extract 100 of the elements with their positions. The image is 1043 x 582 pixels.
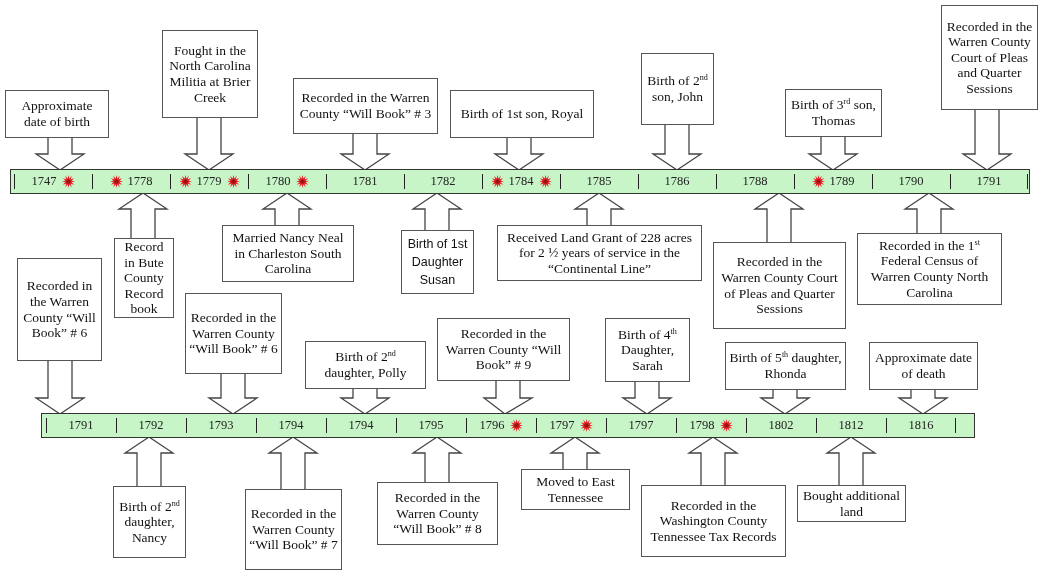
timeline-bar bbox=[41, 413, 975, 438]
block-arrow bbox=[686, 436, 740, 486]
block-arrow bbox=[338, 388, 392, 415]
year-label: 1782 bbox=[430, 174, 456, 189]
event-callout bbox=[450, 90, 594, 138]
block-arrow bbox=[758, 389, 812, 415]
year-label: 1794 bbox=[348, 418, 374, 433]
callout-text: Bought additional land bbox=[801, 488, 902, 519]
block-arrow bbox=[960, 109, 1014, 171]
block-arrow bbox=[650, 124, 704, 171]
block-arrow bbox=[896, 389, 950, 415]
event-callout bbox=[377, 482, 498, 545]
callout-text: Recorded in the Warren County Court of Pleas and Quarter Sessions bbox=[945, 18, 1034, 97]
year-label: 1778 bbox=[127, 174, 153, 189]
event-callout bbox=[713, 242, 846, 329]
block-arrow bbox=[410, 192, 464, 231]
block-arrow bbox=[206, 373, 260, 415]
callout-text: Birth of 4$^{th}$ Daughter, Sarah bbox=[617, 326, 678, 374]
block-arrow bbox=[482, 380, 535, 415]
year-label: 1747 bbox=[31, 174, 57, 189]
callout-text: Recorded in the Warren County “Will Book” # 6 bbox=[22, 278, 97, 341]
year-label: 1779 bbox=[196, 174, 222, 189]
block-arrow bbox=[902, 192, 956, 234]
year-label: 1789 bbox=[829, 174, 855, 189]
block-arrow bbox=[33, 137, 87, 171]
block-arrow bbox=[266, 436, 320, 490]
event-callout bbox=[17, 258, 102, 361]
block-arrow bbox=[806, 136, 860, 171]
block-arrow bbox=[33, 360, 87, 415]
year-label: 1797 bbox=[549, 418, 575, 433]
callout-text: Recorded in the 1$^{st}$ Federal Census of Warren County North Carolina bbox=[869, 237, 990, 301]
callout-text: Record in Bute County Record book bbox=[123, 239, 165, 317]
event-callout bbox=[114, 238, 174, 318]
callout-text: Recorded in the Warren County “Will Book” # 8 bbox=[392, 490, 483, 537]
event-callout bbox=[245, 489, 342, 570]
event-callout bbox=[941, 5, 1038, 110]
callout-text: Birth of 2$^{nd}$ daughter, Nancy bbox=[118, 498, 181, 546]
event-callout bbox=[785, 89, 882, 137]
year-label: 1802 bbox=[768, 418, 794, 433]
event-callout bbox=[5, 90, 109, 138]
callout-text: Recorded in the Washington County Tennessee Tax Records bbox=[649, 497, 778, 545]
block-arrow bbox=[116, 192, 170, 239]
callout-text: Recorded in the Warren County “Will Book” # 3 bbox=[298, 90, 433, 122]
callout-text: Birth of 2$^{nd}$ son, John bbox=[646, 73, 709, 105]
block-arrow bbox=[752, 192, 806, 243]
callout-text: Recorded in the Warren County “Will Book” # 9 bbox=[444, 326, 563, 373]
event-callout bbox=[869, 342, 978, 390]
block-arrow bbox=[548, 436, 602, 470]
year-label: 1788 bbox=[742, 174, 768, 189]
block-arrow bbox=[620, 381, 674, 415]
callout-text: Recorded in the Warren County Court of Pleas and Quarter Sessions bbox=[720, 254, 839, 317]
event-callout bbox=[305, 341, 426, 389]
block-arrow bbox=[338, 133, 392, 171]
year-label: 1790 bbox=[898, 174, 924, 189]
event-callout bbox=[162, 30, 258, 118]
year-label: 1784 bbox=[508, 174, 534, 189]
event-callout bbox=[113, 486, 186, 558]
year-label: 1794 bbox=[278, 418, 304, 433]
event-callout bbox=[605, 318, 690, 382]
callout-text: Birth of 3$^{rd}$ son, Thomas bbox=[790, 97, 877, 129]
year-label: 1797 bbox=[628, 418, 654, 433]
callout-text: Approximate date of birth bbox=[20, 98, 94, 130]
event-callout bbox=[222, 225, 354, 282]
year-label: 1796 bbox=[479, 418, 505, 433]
year-label: 1792 bbox=[138, 418, 164, 433]
event-callout bbox=[185, 293, 282, 374]
year-label: 1816 bbox=[908, 418, 934, 433]
event-callout bbox=[437, 318, 570, 381]
event-callout bbox=[641, 485, 786, 557]
event-callout bbox=[725, 342, 846, 390]
event-callout bbox=[293, 78, 438, 134]
year-label: 1795 bbox=[418, 418, 444, 433]
callout-text: Married Nancy Neal in Charleston South Carolina bbox=[231, 230, 345, 277]
block-arrow bbox=[260, 192, 314, 226]
event-callout bbox=[857, 233, 1002, 305]
callout-text: Birth of 1st Daughter Susan bbox=[406, 235, 469, 290]
block-arrow bbox=[824, 436, 878, 486]
callout-text: Moved to East Tennessee bbox=[535, 474, 616, 505]
year-label: 1793 bbox=[208, 418, 234, 433]
callout-text: Birth of 5$^{th}$ daughter, Rhonda bbox=[729, 350, 842, 382]
callout-text: Approximate date of death bbox=[873, 350, 974, 382]
year-label: 1781 bbox=[352, 174, 378, 189]
year-label: 1786 bbox=[664, 174, 690, 189]
callout-text: Fought in the North Carolina Militia at Brier Creek bbox=[168, 42, 252, 106]
year-label: 1791 bbox=[68, 418, 94, 433]
event-callout bbox=[497, 225, 702, 281]
callout-text: Received Land Grant of 228 acres for 2 ½ years of service in the “Continental Line” bbox=[506, 229, 693, 277]
callout-text: Recorded in the Warren County “Will Book” # 6 bbox=[189, 310, 278, 357]
callout-text: Birth of 1st son, Royal bbox=[460, 106, 584, 122]
year-label: 1812 bbox=[838, 418, 864, 433]
year-label: 1785 bbox=[586, 174, 612, 189]
block-arrow bbox=[122, 436, 176, 487]
year-label: 1798 bbox=[689, 418, 715, 433]
event-callout bbox=[641, 53, 714, 125]
callout-text: Birth of 2$^{nd}$ daughter, Polly bbox=[323, 349, 408, 381]
block-arrow bbox=[572, 192, 626, 226]
event-callout bbox=[521, 469, 630, 510]
year-label: 1791 bbox=[976, 174, 1002, 189]
block-arrow bbox=[492, 137, 546, 171]
block-arrow bbox=[182, 117, 236, 171]
